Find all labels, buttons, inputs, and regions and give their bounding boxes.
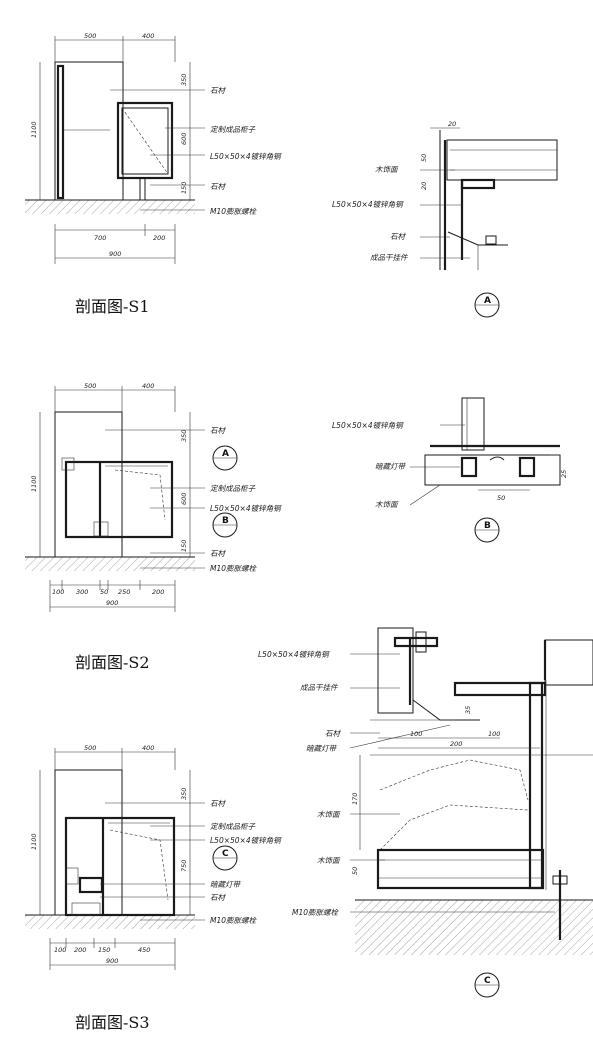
- cabinet-box: [64, 460, 174, 539]
- s3-label-6: M10膨胀螺栓: [210, 916, 258, 925]
- s3-dim-bottom-1: 100: [54, 946, 66, 954]
- s1-dim-left: 1100: [30, 121, 38, 138]
- s1-label-1: 石材: [210, 86, 226, 95]
- s2-label-3: L50×50×4镀锌角钢: [210, 504, 282, 513]
- s3-label-5: 石材: [210, 893, 226, 902]
- detail-c-label-1: L50×50×4镀锌角钢: [258, 650, 330, 659]
- s3-label-2: 定制成品柜子: [210, 822, 255, 831]
- detail-c-dim-6: 50: [351, 867, 359, 875]
- s2-label-4: 石材: [210, 549, 226, 558]
- s2-label-1: 石材: [210, 426, 226, 435]
- ground-hatch: [25, 200, 195, 214]
- detail-a-label-1: 木饰面: [375, 165, 399, 174]
- s2-dim-bottom-2: 300: [76, 588, 88, 596]
- detail-a-label-2: L50×50×4镀锌角钢: [332, 200, 404, 209]
- s3-marker-c-label: C: [222, 849, 229, 859]
- detail-b-dim-2: 50: [497, 494, 505, 502]
- detail-a-label-4: 成品干挂件: [370, 253, 409, 262]
- s1-dim-bottom-1: 700: [94, 234, 106, 242]
- s1-dim-bottom-2: 200: [153, 234, 165, 242]
- s2-label-5: M10膨胀螺栓: [210, 564, 258, 573]
- s1-dim-right-2: 600: [180, 133, 188, 145]
- s3-dim-bottom-4: 450: [138, 946, 150, 954]
- s3-dim-top-1: 500: [84, 744, 96, 752]
- detail-a: 20 50 20 木饰面 L50×50×4镀锌角钢 石材 成品干挂件 A: [332, 120, 558, 318]
- detail-a-marker-label: A: [484, 296, 491, 306]
- s2-dim-top-2: 400: [142, 382, 154, 390]
- ground-hatch: [25, 915, 195, 929]
- section-s3: 500 400 350 750 1100 100 200 150 450 900…: [25, 744, 282, 1032]
- detail-c-label-6: 木饰面: [317, 856, 341, 865]
- s2-label-2: 定制成品柜子: [210, 484, 255, 493]
- detail-c-label-5: 木饰面: [317, 810, 341, 819]
- detail-c: 35 100 100 200 170 50 L50×50×4镀锌角钢 成品干挂件…: [258, 627, 593, 998]
- s3-label-3: L50×50×4镀锌角钢: [210, 836, 282, 845]
- s1-dim-right-1: 350: [180, 74, 188, 86]
- detail-c-label-2: 成品干挂件: [300, 683, 339, 692]
- s3-dim-top-2: 400: [142, 744, 154, 752]
- s2-title: 剖面图-S2: [75, 653, 150, 672]
- s1-dim-top-2: 400: [142, 32, 154, 40]
- s2-dim-total: 900: [106, 599, 118, 607]
- s2-marker-a-label: A: [222, 449, 229, 459]
- s1-label-3: L50×50×4镀锌角钢: [210, 152, 282, 161]
- s2-dim-top-1: 500: [84, 382, 96, 390]
- detail-b-label-3: 木饰面: [375, 500, 399, 509]
- s3-dim-right-1: 350: [180, 788, 188, 800]
- s3-dim-bottom-3: 150: [98, 946, 110, 954]
- detail-c-dim-4: 200: [450, 740, 462, 748]
- s2-dim-bottom-3: 50: [100, 588, 108, 596]
- stone-column: [54, 61, 124, 201]
- detail-c-label-4: 暗藏灯带: [306, 744, 337, 753]
- detail-c-dim-3: 100: [488, 730, 500, 738]
- s3-label-1: 石材: [210, 799, 226, 808]
- section-s1: 500 400 350 600 150 1100 700 200 900 石材 …: [25, 32, 282, 316]
- s3-label-4: 暗藏灯带: [210, 880, 241, 889]
- s3-dim-bottom-2: 200: [74, 946, 86, 954]
- s1-dim-total: 900: [109, 250, 121, 258]
- s2-marker-b-label: B: [222, 516, 229, 526]
- detail-b: 25 50 L50×50×4镀锌角钢 暗藏灯带 木饰面 B: [332, 397, 568, 543]
- detail-a-dim-2: 50: [420, 154, 428, 162]
- detail-b-label-1: L50×50×4镀锌角钢: [332, 421, 404, 430]
- s2-dim-left: 1100: [30, 475, 38, 492]
- s1-label-4: 石材: [210, 182, 226, 191]
- detail-b-marker-label: B: [484, 521, 491, 531]
- detail-b-dim-1: 25: [560, 470, 568, 478]
- detail-c-label-3: 石材: [325, 729, 341, 738]
- detail-a-dim-1: 20: [448, 120, 456, 128]
- s2-dim-right-3: 150: [180, 540, 188, 552]
- s1-title: 剖面图-S1: [75, 297, 150, 316]
- s1-label-2: 定制成品柜子: [210, 125, 255, 134]
- section-s2: 500 400 350 600 150 1100 100 300 50 250 …: [25, 382, 282, 672]
- s2-dim-bottom-5: 200: [152, 588, 164, 596]
- cabinet-box: [64, 816, 176, 917]
- detail-c-dim-2: 100: [410, 730, 422, 738]
- s2-dim-bottom-1: 100: [52, 588, 64, 596]
- stone-column: [54, 411, 123, 558]
- ground-hatch: [25, 557, 195, 571]
- s3-dim-total: 900: [106, 957, 118, 965]
- detail-b-label-2: 暗藏灯带: [375, 462, 406, 471]
- detail-a-label-3: 石材: [390, 232, 406, 241]
- s1-label-5: M10膨胀螺栓: [210, 207, 258, 216]
- detail-c-dim-5: 170: [351, 793, 359, 805]
- s3-title: 剖面图-S3: [75, 1013, 150, 1032]
- ground-hatch: [355, 900, 593, 955]
- s3-dim-left: 1100: [30, 833, 38, 850]
- s3-dim-right-2: 750: [180, 860, 188, 872]
- s1-dim-right-3: 150: [180, 182, 188, 194]
- detail-c-dim-1: 35: [464, 706, 472, 714]
- s1-dim-top-1: 500: [84, 32, 96, 40]
- s2-dim-right-2: 600: [180, 493, 188, 505]
- s2-dim-right-1: 350: [180, 430, 188, 442]
- detail-c-label-7: M10膨胀螺栓: [292, 908, 340, 917]
- s2-dim-bottom-4: 250: [118, 588, 130, 596]
- detail-a-dim-3: 20: [420, 182, 428, 190]
- detail-c-marker-label: C: [484, 976, 491, 986]
